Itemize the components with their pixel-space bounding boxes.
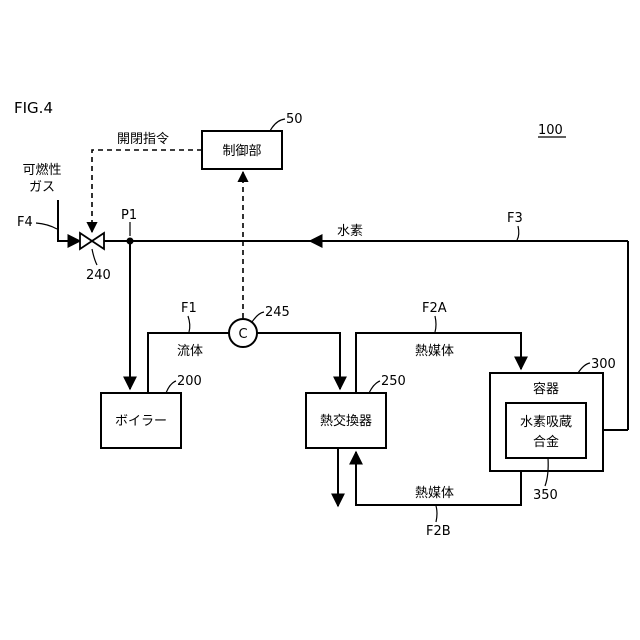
hydrogen-label: 水素 <box>337 224 363 239</box>
controller-ref: 50 <box>286 112 303 127</box>
figure-label: FIG.4 <box>14 99 53 117</box>
valve-icon <box>80 233 104 249</box>
valve-ref: 240 <box>86 268 111 283</box>
boiler-label: ボイラー <box>115 414 167 429</box>
container-ref: 300 <box>591 357 616 372</box>
hx-ref-leader <box>369 381 380 393</box>
open-close-command-label: 開閉指令 <box>117 132 169 147</box>
heat-exchanger-ref: 250 <box>381 374 406 389</box>
f2a-label: F2A <box>422 301 447 316</box>
heat-medium-top-label: 熱媒体 <box>415 344 454 359</box>
f3-leader <box>517 226 519 240</box>
sensor-symbol: C <box>238 327 247 342</box>
f2a-leader <box>435 316 436 332</box>
f2b-leader <box>436 506 437 522</box>
fluid-line-sensor-hx <box>257 333 340 389</box>
boiler-ref: 200 <box>177 374 202 389</box>
f3-label: F3 <box>507 211 523 226</box>
controller-label: 制御部 <box>222 144 261 159</box>
f4-label: F4 <box>17 215 33 230</box>
container-ref-leader <box>578 363 590 373</box>
f1-label: F1 <box>181 301 197 316</box>
controller-ref-leader <box>270 119 285 131</box>
sensor-ref: 245 <box>265 305 290 320</box>
flammable-gas-label-1: 可燃性 <box>22 162 61 178</box>
sensor-ref-leader <box>252 312 264 322</box>
flammable-gas-label-2: ガス <box>29 180 55 195</box>
heat-medium-bottom-label: 熱媒体 <box>415 486 454 501</box>
f4-leader <box>36 223 57 229</box>
f2b-label: F2B <box>426 524 451 539</box>
hydrogen-alloy-ref: 350 <box>533 488 558 503</box>
open-close-command-line <box>92 150 202 232</box>
boiler-ref-leader <box>166 381 176 393</box>
flammable-gas-line <box>58 200 80 241</box>
system-ref-number: 100 <box>538 123 563 138</box>
hydrogen-alloy-label-1: 水素吸蔵 <box>520 415 572 430</box>
f1-leader <box>188 316 190 332</box>
hydrogen-alloy-label-2: 合金 <box>533 434 559 450</box>
container-label: 容器 <box>533 381 559 397</box>
p1-label: P1 <box>121 208 137 223</box>
fluid-label: 流体 <box>177 344 203 359</box>
heat-exchanger-label: 熱交換器 <box>320 413 372 429</box>
valve-ref-leader <box>92 249 97 265</box>
